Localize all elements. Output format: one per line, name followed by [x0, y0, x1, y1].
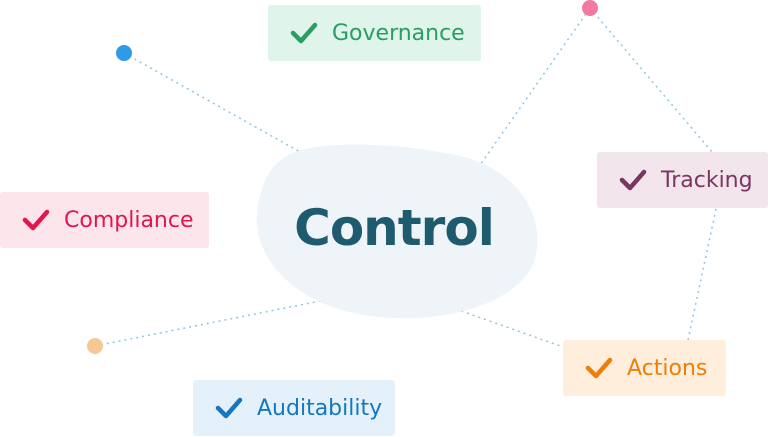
actions-tag[interactable]: Actions — [563, 340, 726, 396]
check-icon — [619, 168, 647, 192]
connector-blue-node-to-center — [123, 52, 301, 153]
auditability-label: Auditability — [257, 395, 383, 421]
check-icon — [22, 208, 50, 232]
connector-center-to-pink-node — [477, 7, 591, 169]
tracking-tag[interactable]: Tracking — [597, 152, 768, 208]
connector-lines — [94, 7, 717, 349]
connector-orange-node-to-center — [94, 299, 326, 347]
check-icon — [290, 21, 318, 45]
auditability-tag[interactable]: Auditability — [193, 380, 395, 436]
governance-tag[interactable]: Governance — [268, 5, 481, 61]
center-label: Control — [294, 199, 495, 257]
compliance-tag[interactable]: Compliance — [0, 192, 209, 248]
actions-label: Actions — [627, 355, 708, 381]
compliance-label: Compliance — [64, 207, 194, 233]
connector-tracking-to-actions — [687, 208, 717, 341]
connector-pink-node-to-tracking — [589, 7, 713, 153]
check-icon — [585, 356, 613, 380]
connector-center-to-actions — [449, 306, 567, 349]
node-dot-pink — [582, 0, 598, 16]
center-blob — [256, 144, 538, 319]
tracking-label: Tracking — [661, 167, 753, 193]
check-icon — [215, 396, 243, 420]
node-dot-orange — [87, 338, 103, 354]
governance-label: Governance — [332, 20, 465, 46]
node-dot-blue — [116, 45, 132, 61]
